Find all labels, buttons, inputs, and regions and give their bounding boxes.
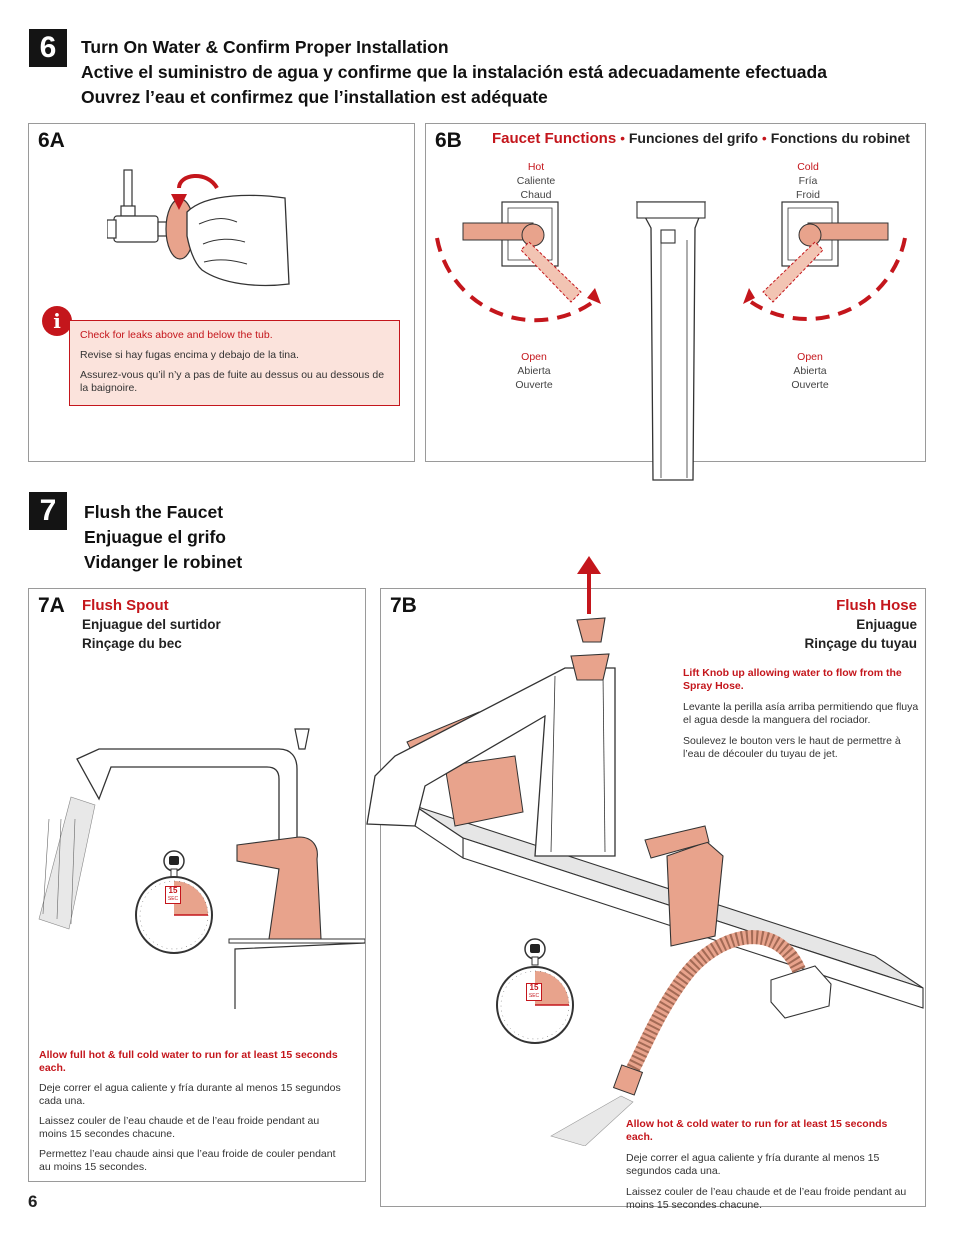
valve-hand-illustration [107,169,290,287]
flush-hose-illustration [366,556,924,1146]
note-fr: Laissez couler de l’eau chaude et de l’e… [39,1115,320,1140]
step-6-title: Turn On Water & Confirm Proper Installat… [81,35,941,110]
note-en: Check for leaks above and below the tub. [80,329,273,341]
note-en: Allow full hot & full cold water to run … [39,1049,338,1074]
flush-spout-notes: Allow full hot & full cold water to run … [39,1049,349,1174]
timer-unit: SEC [167,896,179,902]
bullet: • [620,130,625,146]
page-number: 6 [28,1192,38,1211]
title-fr: Ouvrez l’eau et confirmez que l’installa… [81,87,548,107]
lift-knob-notes: Lift Knob up allowing water to flow from… [683,667,921,761]
label-en: Hot [527,161,545,173]
timer-unit: SEC [528,993,540,999]
label-fr: Ouverte [791,379,829,391]
title-en: Flush the Faucet [84,502,224,522]
bullet: • [761,130,767,146]
panel-6a: 6A i Check for leaks above and below the… [28,123,415,462]
leak-check-note: Check for leaks above and below the tub.… [69,320,400,406]
note-es: Levante la perilla asía arriba permitien… [683,701,919,726]
panel-7b: 7B Flush Hose Enjuague Rinçage du tuyau … [380,588,926,1211]
title-fr: Vidanger le robinet [84,552,243,572]
info-icon: i [42,306,72,336]
step-number-badge: 6 [29,29,67,67]
panel-label: 7A [38,594,65,617]
label-es: Fría [798,175,818,187]
timer-value: 15 [168,886,178,895]
note-fr: Soulevez le bouton vers le haut de perme… [683,735,901,760]
open-label-left: Open Abierta Ouverte [504,350,564,392]
heading-en: Flush Spout [82,597,169,614]
faucet-functions-illustration [435,201,907,481]
heading-fr: Rinçage du tuyau [804,636,917,651]
stopwatch-icon [135,850,213,954]
panel-7a: 7A Flush Spout Enjuague del surtidor Rin… [28,588,366,1182]
faucet-functions-heading: Faucet Functions • Funciones del grifo •… [492,130,910,147]
label-es: Caliente [516,175,556,187]
note-en: Allow hot & cold water to run for at lea… [626,1118,888,1143]
step-number-badge: 7 [29,492,67,530]
timer-value: 15 [529,983,539,992]
panel-label: 7B [390,594,417,617]
note-fr: Assurez-vous qu’il n’y a pas de fuite au… [80,369,385,394]
heading-fr: Rinçage du bec [82,636,182,651]
heading-es: Enjuague [856,617,917,632]
heading-es: Funciones del grifo [628,130,758,146]
step-7-title: Flush the Faucet Enjuague el grifo Vidan… [84,500,384,575]
timer-label: 15 SEC [165,886,181,904]
label-en: Cold [797,161,819,173]
panel-label: 6B [435,129,462,152]
timer-label: 15 SEC [526,983,542,1001]
flush-hose-notes: Allow hot & cold water to run for at lea… [626,1118,916,1212]
label-fr: Froid [796,189,820,201]
note-fr: Laissez couler de l’eau chaude et de l’e… [626,1186,907,1211]
label-en: Open [797,351,823,363]
note-en: Lift Knob up allowing water to flow from… [683,667,902,692]
note-es: Deje correr el agua caliente y fría dura… [39,1082,341,1107]
note-es: Revise si hay fugas encima y debajo de l… [80,349,299,361]
heading-es: Enjuague del surtidor [82,617,221,632]
heading-en: Faucet Functions [492,130,617,147]
panel-label: 6A [38,129,65,152]
label-es: Abierta [517,365,551,377]
stopwatch-icon [496,938,574,1044]
heading-en: Flush Hose [836,597,917,614]
heading-fr: Fonctions du robinet [770,130,910,146]
hot-label: Hot Caliente Chaud [506,160,566,202]
label-fr: Chaud [520,189,552,201]
label-en: Open [521,351,547,363]
label-fr: Ouverte [515,379,553,391]
title-es: Active el suministro de agua y confirme … [81,62,827,82]
flush-hose-heading: Flush Hose Enjuague Rinçage du tuyau [804,596,917,653]
flush-spout-illustration [38,728,365,1009]
open-label-right: Open Abierta Ouverte [780,350,840,392]
cold-label: Cold Fría Froid [778,160,838,202]
title-en: Turn On Water & Confirm Proper Installat… [81,37,449,57]
note-es: Deje correr el agua caliente y fría dura… [626,1152,880,1177]
flush-spout-heading: Flush Spout Enjuague del surtidor Rinçag… [82,596,221,653]
label-es: Abierta [793,365,827,377]
note-fr-alt: Permettez l’eau chaude ainsi que l’eau f… [39,1148,336,1173]
title-es: Enjuague el grifo [84,527,226,547]
